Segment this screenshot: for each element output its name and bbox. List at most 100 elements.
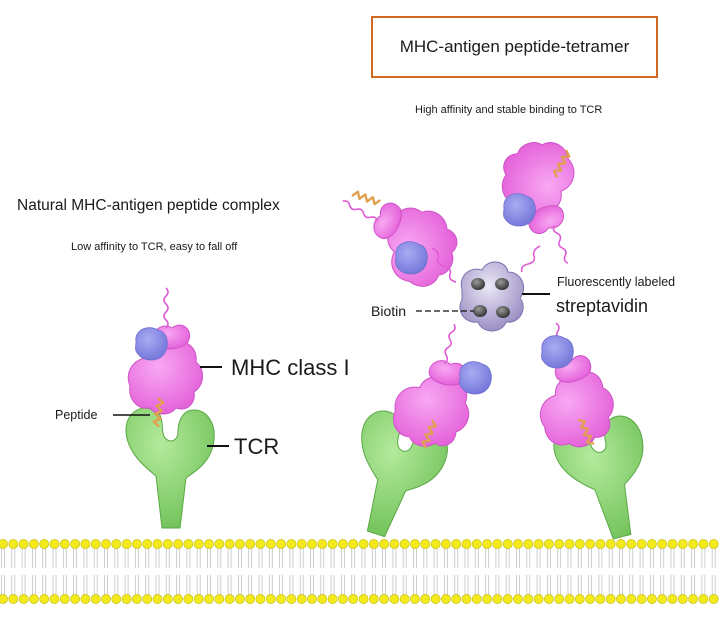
lipid-head xyxy=(708,594,719,604)
lipid-head xyxy=(276,594,286,604)
lipid-head xyxy=(327,539,338,549)
lipid-head xyxy=(49,539,60,549)
lipid-head xyxy=(18,539,29,549)
lipid-head xyxy=(430,539,441,549)
lipid-head xyxy=(461,539,472,549)
lipid-head xyxy=(29,594,39,604)
lipid-head xyxy=(605,594,616,604)
tetramer-title: MHC-antigen peptide-tetramer xyxy=(399,37,630,56)
lipid-head xyxy=(492,594,503,604)
lipid-head xyxy=(461,594,472,604)
lipid-head xyxy=(101,539,111,549)
lipid-head xyxy=(688,594,698,604)
tetramer-tcr-right xyxy=(518,313,665,549)
lipid-head xyxy=(430,594,441,604)
lipid-head xyxy=(111,594,122,604)
lipid-head xyxy=(389,594,400,604)
lipid-head xyxy=(8,539,19,549)
lipid-head xyxy=(410,539,420,549)
lipid-head xyxy=(554,594,565,604)
lipid-head xyxy=(276,539,286,549)
lipid-head xyxy=(420,539,431,549)
lipid-head xyxy=(286,594,297,604)
lipid-head xyxy=(585,594,595,604)
lipid-head xyxy=(533,594,544,604)
lipid-head xyxy=(296,539,307,549)
lipid-head xyxy=(183,594,194,604)
lipid-head xyxy=(502,539,513,549)
fluorescent-label: Fluorescently labeled xyxy=(557,275,676,289)
lipid-head xyxy=(667,539,678,549)
lipid-head xyxy=(80,539,91,549)
lipid-head xyxy=(389,539,400,549)
lipid-head xyxy=(564,594,575,604)
lipid-head xyxy=(492,539,503,549)
lipid-head xyxy=(80,594,91,604)
lipid-head xyxy=(121,539,132,549)
tetramer-arm-upper-right xyxy=(489,131,605,277)
lipid-head xyxy=(368,594,379,604)
lipid-head xyxy=(358,594,369,604)
lipid-head xyxy=(626,539,637,549)
lipid-head xyxy=(337,594,348,604)
streptavidin-core xyxy=(459,261,524,332)
natural-complex-illustration xyxy=(125,287,215,529)
lipid-head xyxy=(348,594,359,604)
lipid-head xyxy=(348,539,359,549)
lipid-head xyxy=(39,594,50,604)
lipid-head xyxy=(523,539,534,549)
lipid-head xyxy=(234,539,245,549)
lipid-head xyxy=(379,594,389,604)
lipid-head xyxy=(379,539,389,549)
lipid-head xyxy=(49,594,60,604)
lipid-head xyxy=(234,594,245,604)
lipid-head xyxy=(162,594,173,604)
lipid-head xyxy=(451,594,462,604)
natural-complex-title: Natural MHC-antigen peptide complex xyxy=(17,197,280,214)
lipid-head xyxy=(307,594,317,604)
lipid-head xyxy=(585,539,595,549)
lipid-head xyxy=(29,539,39,549)
biotin-label: Biotin xyxy=(371,303,407,319)
lipid-head xyxy=(595,539,606,549)
lipid-head xyxy=(131,539,142,549)
lipid-head xyxy=(451,539,462,549)
lipid-head xyxy=(131,594,142,604)
lipid-head xyxy=(657,539,668,549)
lipid-head xyxy=(708,539,719,549)
lipid-head xyxy=(440,594,451,604)
lipid-head xyxy=(647,594,657,604)
lipid-head xyxy=(616,594,626,604)
lipid-head xyxy=(152,539,163,549)
lipid-head xyxy=(224,594,235,604)
lipid-head xyxy=(204,594,214,604)
lipid-head xyxy=(111,539,122,549)
lipid-head xyxy=(513,539,523,549)
lipid-head xyxy=(358,539,369,549)
natural-complex-subtitle: Low affinity to TCR, easy to fall off xyxy=(71,241,238,253)
lipid-head xyxy=(636,539,647,549)
lipid-head xyxy=(420,594,431,604)
lipid-head xyxy=(482,539,492,549)
lipid-head xyxy=(193,539,204,549)
lipid-head xyxy=(70,539,80,549)
tetramer-title-box: MHC-antigen peptide-tetramer xyxy=(371,16,658,78)
lipid-head xyxy=(410,594,420,604)
lipid-head xyxy=(307,539,317,549)
lipid-head xyxy=(317,539,328,549)
lipid-head xyxy=(224,539,235,549)
lipid-head xyxy=(564,539,575,549)
lipid-head xyxy=(245,594,256,604)
lipid-head xyxy=(502,594,513,604)
lipid-head xyxy=(0,539,8,549)
lipid-head xyxy=(677,594,688,604)
lipid-head xyxy=(296,594,307,604)
lipid-head xyxy=(523,594,534,604)
lipid-head xyxy=(70,594,80,604)
lipid-head xyxy=(327,594,338,604)
streptavidin-label: streptavidin xyxy=(556,296,649,316)
lipid-head xyxy=(214,594,225,604)
lipid-head xyxy=(636,594,647,604)
